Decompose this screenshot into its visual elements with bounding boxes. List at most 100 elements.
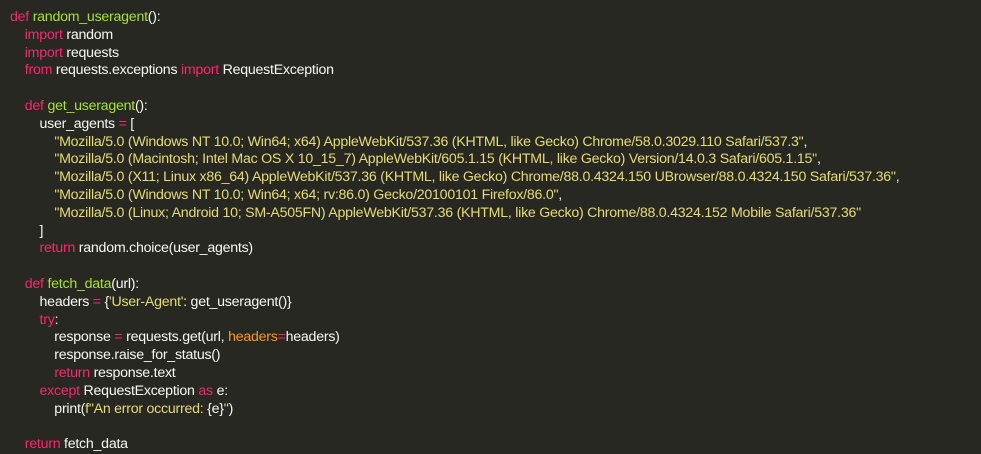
code-token: headers xyxy=(10,293,93,310)
code-token-string: " xyxy=(223,400,229,417)
code-token-keyword: = xyxy=(118,115,127,132)
code-line: "Mozilla/5.0 (Windows NT 10.0; Win64; x6… xyxy=(10,134,981,152)
code-token-parameter: headers xyxy=(228,329,278,346)
code-token xyxy=(10,151,54,167)
code-token-keyword: import xyxy=(24,44,63,61)
code-token-keyword: = xyxy=(114,329,123,346)
code-token xyxy=(10,169,54,185)
code-line: print(f"An error occurred: {e}") xyxy=(10,401,981,419)
code-token: print( xyxy=(10,400,86,417)
code-token-string: f"An error occurred: xyxy=(85,400,208,417)
code-token xyxy=(10,383,40,399)
code-token: : xyxy=(54,311,59,328)
code-token: headers) xyxy=(285,329,340,346)
code-token: , xyxy=(895,169,900,186)
code-token xyxy=(10,98,25,114)
code-line xyxy=(10,258,981,276)
code-token: ] xyxy=(10,222,44,239)
code-token xyxy=(10,276,25,292)
code-token-keyword: except xyxy=(39,382,81,399)
code-line: def fetch_data(url): xyxy=(10,276,981,294)
code-token-function: get_useragent xyxy=(47,97,135,114)
code-token-keyword: def xyxy=(10,9,29,25)
code-token: (): xyxy=(134,97,148,114)
code-line: headers = {'User-Agent': get_useragent()… xyxy=(10,294,981,312)
code-token xyxy=(10,240,40,256)
code-token-string: "Mozilla/5.0 (X11; Linux x86_64) AppleWe… xyxy=(54,169,896,186)
code-token-string: "Mozilla/5.0 (Windows NT 10.0; Win64; x6… xyxy=(54,186,559,203)
code-token: requests xyxy=(62,44,119,61)
code-token: e: xyxy=(212,382,229,399)
code-token-keyword: try xyxy=(39,311,55,328)
code-token-string: "Mozilla/5.0 (Windows NT 10.0; Win64; x6… xyxy=(54,133,804,150)
code-token: response.raise_for_status() xyxy=(10,347,221,364)
code-line: import random xyxy=(10,27,981,45)
code-token xyxy=(10,62,25,78)
code-token xyxy=(10,134,54,150)
code-token xyxy=(10,45,25,61)
code-token: , xyxy=(803,133,808,150)
code-token: requests.get(url, xyxy=(122,329,229,346)
code-token: RequestException xyxy=(79,382,199,399)
code-line: "Mozilla/5.0 (Windows NT 10.0; Win64; x6… xyxy=(10,187,981,205)
code-token xyxy=(10,205,54,221)
code-token xyxy=(10,436,25,452)
code-token-keyword: def xyxy=(24,275,44,292)
code-line: user_agents = [ xyxy=(10,116,981,134)
code-token: RequestException xyxy=(218,62,334,79)
code-token-keyword: from xyxy=(24,62,53,79)
code-token: ) xyxy=(228,400,234,417)
code-line: response = requests.get(url, headers=hea… xyxy=(10,329,981,347)
code-line: "Mozilla/5.0 (X11; Linux x86_64) AppleWe… xyxy=(10,169,981,187)
code-line xyxy=(10,80,981,98)
code-token: response.text xyxy=(89,364,176,381)
code-line: ] xyxy=(10,223,981,241)
code-line: return fetch_data xyxy=(10,436,981,454)
code-token-string: "Mozilla/5.0 (Macintosh; Intel Mac OS X … xyxy=(54,151,817,168)
code-token-keyword: = xyxy=(92,293,101,310)
code-token-keyword: import xyxy=(180,62,219,79)
code-token xyxy=(10,312,40,328)
code-token: : get_useragent()} xyxy=(183,293,292,310)
code-token-keyword: def xyxy=(24,97,44,114)
code-line xyxy=(10,418,981,436)
code-token: (url): xyxy=(111,275,139,292)
code-token: random.choice(user_agents) xyxy=(75,240,253,257)
code-token-keyword: import xyxy=(24,26,63,43)
code-token xyxy=(10,365,54,381)
code-token: (): xyxy=(147,9,161,25)
code-token xyxy=(10,187,54,203)
code-line: def random_useragent(): xyxy=(10,9,981,27)
code-line: try: xyxy=(10,312,981,330)
code-line: from requests.exceptions import RequestE… xyxy=(10,62,981,80)
code-line: import requests xyxy=(10,45,981,63)
code-token-function: fetch_data xyxy=(47,275,112,292)
code-line: return response.text xyxy=(10,365,981,383)
code-line: return random.choice(user_agents) xyxy=(10,240,981,258)
code-token-keyword: as xyxy=(198,382,213,399)
code-token: [ xyxy=(126,115,134,132)
code-line: except RequestException as e: xyxy=(10,383,981,401)
code-token-string: 'User-Agent' xyxy=(108,293,184,310)
code-token-keyword: return xyxy=(24,436,61,453)
code-line: "Mozilla/5.0 (Linux; Android 10; SM-A505… xyxy=(10,205,981,223)
code-token: fetch_data xyxy=(60,436,128,453)
code-token-function: random_useragent xyxy=(32,9,148,25)
code-token-keyword: = xyxy=(277,329,286,346)
code-token: user_agents xyxy=(10,115,119,132)
code-token: response xyxy=(10,329,115,346)
code-token: { xyxy=(100,293,109,310)
code-token-string: "Mozilla/5.0 (Linux; Android 10; SM-A505… xyxy=(54,204,861,221)
code-token: , xyxy=(816,151,821,168)
code-token-keyword: return xyxy=(54,364,90,381)
code-line: response.raise_for_status() xyxy=(10,347,981,365)
code-token: {e} xyxy=(207,400,224,417)
code-token: random xyxy=(62,26,113,43)
code-token-keyword: return xyxy=(39,240,76,257)
code-token: , xyxy=(558,186,562,203)
code-line: "Mozilla/5.0 (Macintosh; Intel Mac OS X … xyxy=(10,151,981,169)
code-token: requests.exceptions xyxy=(52,62,181,79)
code-token xyxy=(10,27,25,43)
code-line: def get_useragent(): xyxy=(10,98,981,116)
